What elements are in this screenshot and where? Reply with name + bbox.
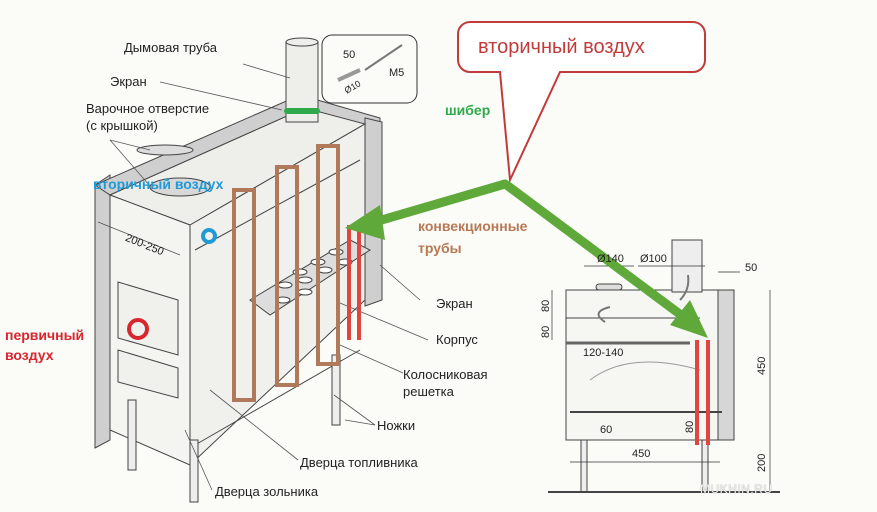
secondary-air-marker [201,228,217,244]
dim-top-80b: 80 [540,325,552,338]
red-pipes-left [347,225,361,340]
primary-air-marker [127,318,149,340]
annotation-primary-air-2: воздух [5,347,54,363]
label-screen-side: Экран [436,296,473,311]
brown-pipes [232,144,340,402]
brown-pipe-2 [275,165,299,387]
annotation-damper: шибер [445,102,491,118]
label-legs: Ножки [377,418,416,433]
dim-ash-height: 60 [600,424,613,436]
inset-bolt: M5 [389,67,405,79]
dim-pipe-80: 80 [684,420,696,433]
section-body [565,289,724,441]
secondary-air-arrows [345,179,708,338]
screen-left [94,174,111,449]
inset-length: 50 [343,49,356,61]
dim-height-450: 450 [756,356,768,375]
label-cooking-hole-lid: (с крышкой) [86,118,158,133]
annotation-secondary-air: вторичный воздух [93,176,224,192]
dim-hole-diameter: Ø140 [597,253,624,265]
annotation-convection-pipes-2: трубы [418,240,462,256]
watermark: MUKHIN.RU [700,482,773,496]
label-fuel-door: Дверца топливника [300,455,418,470]
label-grate-2: решетка [403,384,454,399]
brown-pipe-3 [316,144,340,366]
label-chimney: Дымовая труба [124,40,218,55]
dim-screen-gap: 50 [745,262,758,274]
dim-legs-200: 200 [756,453,768,472]
damper-band [284,108,320,114]
annotation-primary-air: первичный [5,327,85,343]
cooking-hole-cutout [149,177,211,197]
annotation-convection-pipes: конвекционные [418,218,528,234]
label-ash-door: Дверца зольника [215,484,319,499]
leg [127,399,137,471]
red-pipes-right [695,340,710,445]
label-screen-top: Экран [110,74,147,89]
label-cooking-hole: Варочное отверстие [86,101,210,116]
brown-pipe-1 [232,188,256,402]
dim-fire-height: 120-140 [583,347,624,359]
label-grate: Колосниковая [403,367,488,382]
stove-cross-section [548,239,780,493]
dim-length-450: 450 [632,448,651,460]
bubble-secondary-air-label: вторичный воздух [478,36,645,58]
ash-door [117,349,179,399]
cooking-hole [136,144,194,156]
label-body: Корпус [436,332,478,347]
speech-bubble [457,21,706,184]
leg [189,439,199,503]
dim-top-80a: 80 [540,299,552,312]
dim-chimney-diameter: Ø100 [640,253,667,265]
section-screen [717,289,735,441]
